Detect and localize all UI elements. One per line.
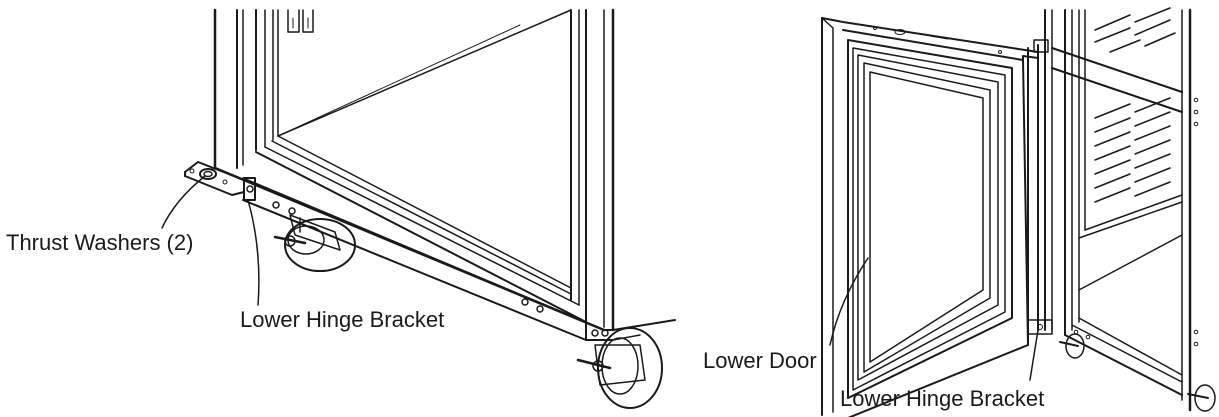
left-cabinet-illustration [161, 8, 676, 409]
perforated-panel [1094, 7, 1176, 203]
right-small-casters [1059, 333, 1216, 412]
right-cabinet-illustration [821, 7, 1216, 417]
cabinet-left-side [213, 8, 244, 170]
right-caster [576, 327, 663, 409]
cabinet-interior [1051, 7, 1199, 412]
lower-hinge-bracket-label-right: Lower Hinge Bracket [840, 386, 1045, 411]
leader-lines-right [829, 257, 1039, 381]
door-frame-left [255, 8, 615, 332]
left-caster [273, 214, 356, 272]
lower-door-label: Lower Door [703, 348, 817, 373]
leader-lines-left [161, 175, 260, 306]
lower-hinge-bracket-label-left: Lower Hinge Bracket [240, 307, 445, 332]
open-lower-door [821, 17, 1039, 417]
hinge-post [1027, 9, 1053, 346]
thrust-washers-label: Thrust Washers (2) [6, 230, 194, 255]
lower-hinge-bracket-plate [184, 161, 256, 201]
top-clips [287, 9, 314, 33]
